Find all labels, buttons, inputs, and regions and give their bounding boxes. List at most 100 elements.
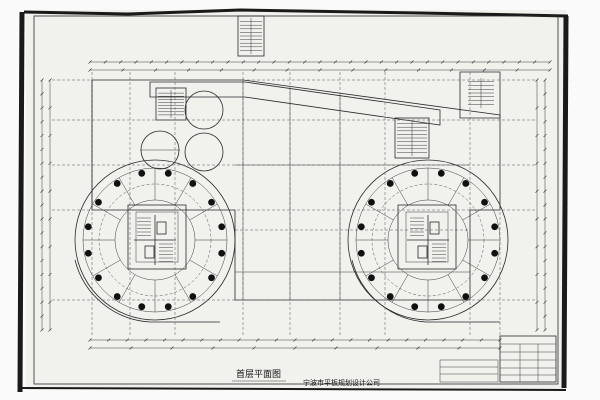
dimension-tick [88,68,92,72]
dimension-tick [154,68,158,72]
structural-column [462,180,470,187]
drawing-border [33,15,559,385]
structural-column [491,223,499,231]
structural-column [357,249,365,257]
dimension-tick [515,68,519,72]
dimension-tick [218,338,223,342]
structural-column [189,293,197,300]
sheet-top-edge [23,8,569,18]
dimension-tick [543,314,547,318]
design-institute: 宁波市平板规划设计公司 [303,378,380,387]
dimension-tick [543,147,547,152]
dimension-tick [318,68,322,72]
dimension-tick [274,338,279,342]
dimension-tick [252,346,256,350]
drawing-title: 首层平面图 [236,368,281,380]
dimension-tick [219,68,224,72]
dimension-tick [40,258,44,263]
dimension-tick [425,60,430,64]
dimension-tick [106,338,111,342]
dimension-tick [517,60,522,64]
dimension-tick [302,60,307,64]
radial-partition [391,274,409,303]
dimension-tick [311,338,316,342]
stair-block-left [155,87,187,121]
dimension-tick [440,60,445,64]
dimension-tick [379,60,384,64]
ramp-band [149,81,441,126]
dimension-tick [410,60,414,64]
dimension-tick [40,106,44,110]
dimension-tick [40,328,44,332]
dimension-tick [543,119,547,124]
dimension-tick [252,68,256,72]
dimension-tick [48,217,52,221]
dimension-tick [40,314,44,318]
dimension-tick [181,338,185,342]
dimension-tick [48,189,52,193]
dimension-tick [449,68,454,72]
dimension-tick [162,338,167,342]
dimension-tick [535,217,539,221]
structural-column [95,274,102,282]
structural-column [462,293,470,300]
dimension-tick [285,68,289,72]
dimension-tick [394,60,399,64]
dimension-tick [333,60,338,64]
structural-column [84,223,92,231]
structural-column [481,274,488,282]
dimension-tick [543,78,547,82]
dimension-tick [40,119,44,124]
dimension-tick [375,346,379,350]
stair-block-top [237,15,265,57]
dimension-tick [535,189,539,193]
dimension-tick [293,338,297,342]
dimension-tick [543,106,547,110]
dimension-tick [210,60,215,64]
dimension-tick [482,68,486,72]
dimension-tick [40,231,44,235]
radial-partition [462,259,491,277]
dimension-tick [535,106,539,110]
structural-column [113,180,121,187]
dimension-tick [461,338,465,342]
structural-column [208,274,215,282]
dimension-tick [543,203,547,207]
dimension-tick [48,161,52,166]
dimension-tick [129,346,133,350]
dimension-tick [348,60,353,64]
dimension-tick [535,272,539,277]
structural-column [411,303,419,311]
dimension-tick [170,346,174,350]
dimension-tick [543,244,547,249]
structural-column [386,180,394,187]
structural-column [164,303,172,311]
dimension-tick [256,60,261,64]
structural-column [218,223,226,231]
dimension-tick [48,244,52,249]
dimension-tick [144,338,148,342]
dimension-tick [318,60,322,64]
dimension-tick [543,300,547,304]
dimension-tick [40,133,44,138]
radial-partition [174,177,192,206]
dimension-tick [186,68,191,72]
cylinder-group [140,90,224,172]
dimension-tick [88,338,92,342]
dimension-tick [149,60,154,64]
radial-partition [365,259,394,277]
dimension-tick [456,60,460,64]
dimension-tick [364,60,368,64]
structural-column [138,303,146,311]
dimension-tick [457,346,461,350]
dimension-tick [334,346,338,350]
elevator-shaft [417,245,428,259]
radial-partition [189,203,218,221]
radial-partition [447,274,465,303]
dimension-tick [40,272,44,277]
dimension-tick [40,147,44,152]
dimension-tick [200,338,204,342]
dimension-tick [256,338,260,342]
dimension-tick [293,346,297,350]
dimension-tick [384,68,388,72]
